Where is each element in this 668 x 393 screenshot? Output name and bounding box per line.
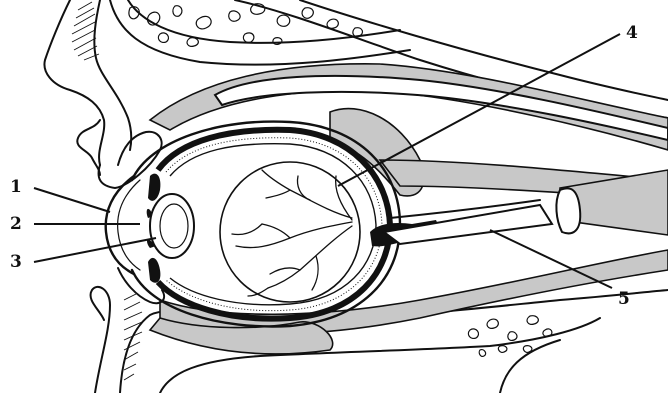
spongy-lower-bone xyxy=(468,316,552,357)
iris-lower xyxy=(148,258,160,283)
leader-line-3 xyxy=(34,238,156,262)
vitreous-body xyxy=(220,162,360,302)
superior-levator-muscle xyxy=(150,64,668,150)
optic-nerve xyxy=(370,188,580,246)
anterior-segment xyxy=(106,174,194,283)
retinal-vessels xyxy=(232,170,352,296)
label-4: 4 xyxy=(626,23,638,43)
label-5: 5 xyxy=(618,289,630,309)
label-3: 3 xyxy=(10,252,22,272)
label-1: 1 xyxy=(10,177,22,197)
optic-nerve-end-cap xyxy=(556,188,580,233)
iris-upper xyxy=(148,174,160,201)
extraocular-muscles xyxy=(150,64,668,354)
face-profile xyxy=(77,120,100,175)
leader-line-1 xyxy=(34,188,110,212)
label-2: 2 xyxy=(10,214,22,234)
inner-retina-line xyxy=(170,144,376,305)
